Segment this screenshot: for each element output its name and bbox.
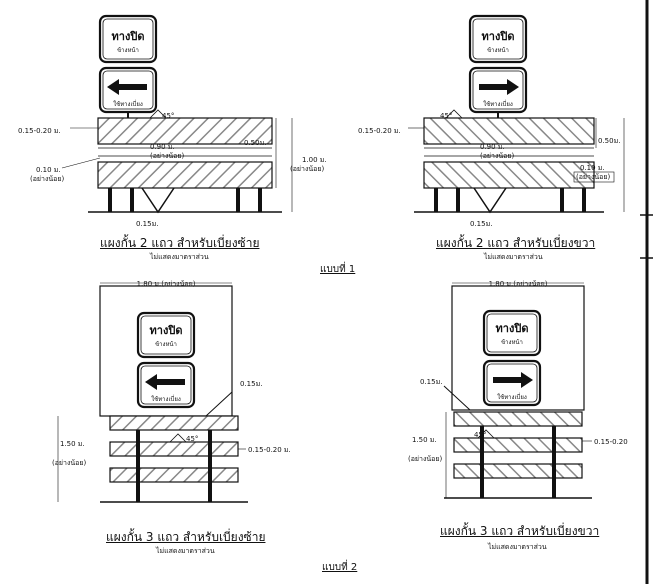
barricade-board-bottom <box>423 161 595 189</box>
sign-closed <box>98 14 158 64</box>
figure-3row-left: 1.80 ม.(อย่างน้อย) ทางปิด ข้างหน้า ใช้ทา… <box>52 280 291 503</box>
dim-minimum: (อย่างน้อย) <box>150 152 184 160</box>
arrow-right-icon <box>493 372 533 388</box>
dim-post-embed: 0.15ม. <box>136 220 158 228</box>
svg-text:0.10 ม.: 0.10 ม. <box>580 164 605 172</box>
svg-text:0.15-0.20 ม.: 0.15-0.20 ม. <box>248 446 291 454</box>
sign-ahead-text: ข้างหน้า <box>117 47 139 54</box>
sign-detour-text: ใช้ทางเบี่ยง <box>113 100 143 108</box>
barricade-board-bottom <box>97 161 273 189</box>
arrow-left-icon <box>107 79 147 95</box>
dim-total-height: 1.00 ม. <box>302 156 327 164</box>
caption-3row-left: แผงกั้น 3 แถว สำหรับเบี่ยงซ้าย <box>106 530 266 544</box>
svg-text:(อย่างน้อย): (อย่างน้อย) <box>408 455 442 463</box>
figure-2row-right: ทางปิด ข้างหน้า ใช้ทางเบี่ยง 45° 0.15-0.… <box>358 14 625 228</box>
caption-2row-right: แผงกั้น 2 แถว สำหรับเบี่ยงขวา <box>436 236 596 250</box>
svg-text:(อย่างน้อย): (อย่างน้อย) <box>480 152 514 160</box>
dim-panel-width: 0.90 ม. <box>150 143 175 151</box>
svg-text:ข้างหน้า: ข้างหน้า <box>501 339 523 346</box>
svg-text:(อย่างน้อย): (อย่างน้อย) <box>576 173 610 181</box>
svg-text:ข้างหน้า: ข้างหน้า <box>155 341 177 348</box>
dim-sign-width: 1.80 ม.(อย่างน้อย) <box>137 280 196 288</box>
svg-text:ทางปิด: ทางปิด <box>150 324 183 337</box>
svg-text:0.15ม.: 0.15ม. <box>420 378 442 386</box>
caption-not-to-scale: ไม่แสดงมาตราส่วน <box>488 543 547 551</box>
svg-text:(อย่างน้อย): (อย่างน้อย) <box>30 175 64 183</box>
caption-not-to-scale: ไม่แสดงมาตราส่วน <box>484 253 543 261</box>
dim-board-height: 0.50ม. <box>244 139 266 147</box>
sign-closed <box>136 311 196 359</box>
dim-brace: 0.15ม. <box>240 380 262 388</box>
svg-text:45°: 45° <box>440 112 452 120</box>
svg-text:0.50ม.: 0.50ม. <box>598 137 620 145</box>
svg-text:ใช้ทางเบี่ยง: ใช้ทางเบี่ยง <box>483 100 513 108</box>
svg-text:ข้างหน้า: ข้างหน้า <box>487 47 509 54</box>
caption-not-to-scale: ไม่แสดงมาตราส่วน <box>150 253 209 261</box>
svg-text:1.50 ม.: 1.50 ม. <box>412 436 437 444</box>
caption-scheme-2: แบบที่ 2 <box>322 562 358 573</box>
dim-stripe: 0.15-0.20 ม. <box>18 127 61 135</box>
arrow-right-icon <box>479 79 519 95</box>
svg-text:ทางปิด: ทางปิด <box>482 30 515 43</box>
svg-text:0.15ม.: 0.15ม. <box>470 220 492 228</box>
svg-text:1.80 ม.(อย่างน้อย): 1.80 ม.(อย่างน้อย) <box>489 280 548 288</box>
svg-text:ทางปิด: ทางปิด <box>496 322 529 335</box>
barricade-board-top <box>423 117 595 145</box>
caption-not-to-scale: ไม่แสดงมาตราส่วน <box>156 547 215 555</box>
sign-closed-text: ทางปิด <box>112 30 145 43</box>
svg-text:(อย่างน้อย): (อย่างน้อย) <box>52 459 86 467</box>
dim-gap: 0.10 ม. <box>36 166 61 174</box>
svg-text:ใช้ทางเบี่ยง: ใช้ทางเบี่ยง <box>497 393 527 401</box>
dim-stripe-right: 0.15-0.20 <box>594 438 628 446</box>
figure-3row-right: 1.80 ม.(อย่างน้อย) ทางปิด ข้างหน้า ใช้ทา… <box>408 280 628 499</box>
svg-text:0.90 ม.: 0.90 ม. <box>480 143 505 151</box>
barricade-board-top <box>97 117 273 145</box>
svg-text:45°: 45° <box>186 435 198 443</box>
sign-closed <box>482 309 542 357</box>
svg-text:(อย่างน้อย): (อย่างน้อย) <box>290 165 324 173</box>
caption-3row-right: แผงกั้น 3 แถว สำหรับเบี่ยงขวา <box>440 524 600 538</box>
angle-label: 45° <box>162 112 174 120</box>
svg-text:0.15-0.20 ม.: 0.15-0.20 ม. <box>358 127 401 135</box>
arrow-left-icon <box>145 374 185 390</box>
svg-text:ใช้ทางเบี่ยง: ใช้ทางเบี่ยง <box>151 395 181 403</box>
figure-2row-left: ทางปิด ข้างหน้า ใช้ทางเบี่ยง 45° 0.15-0.… <box>18 14 327 228</box>
caption-scheme-1: แบบที่ 1 <box>320 264 356 275</box>
sign-closed <box>468 14 528 64</box>
caption-2row-left: แผงกั้น 2 แถว สำหรับเบี่ยงซ้าย <box>100 236 260 250</box>
dim-tall-height: 1.50 ม. <box>60 440 85 448</box>
